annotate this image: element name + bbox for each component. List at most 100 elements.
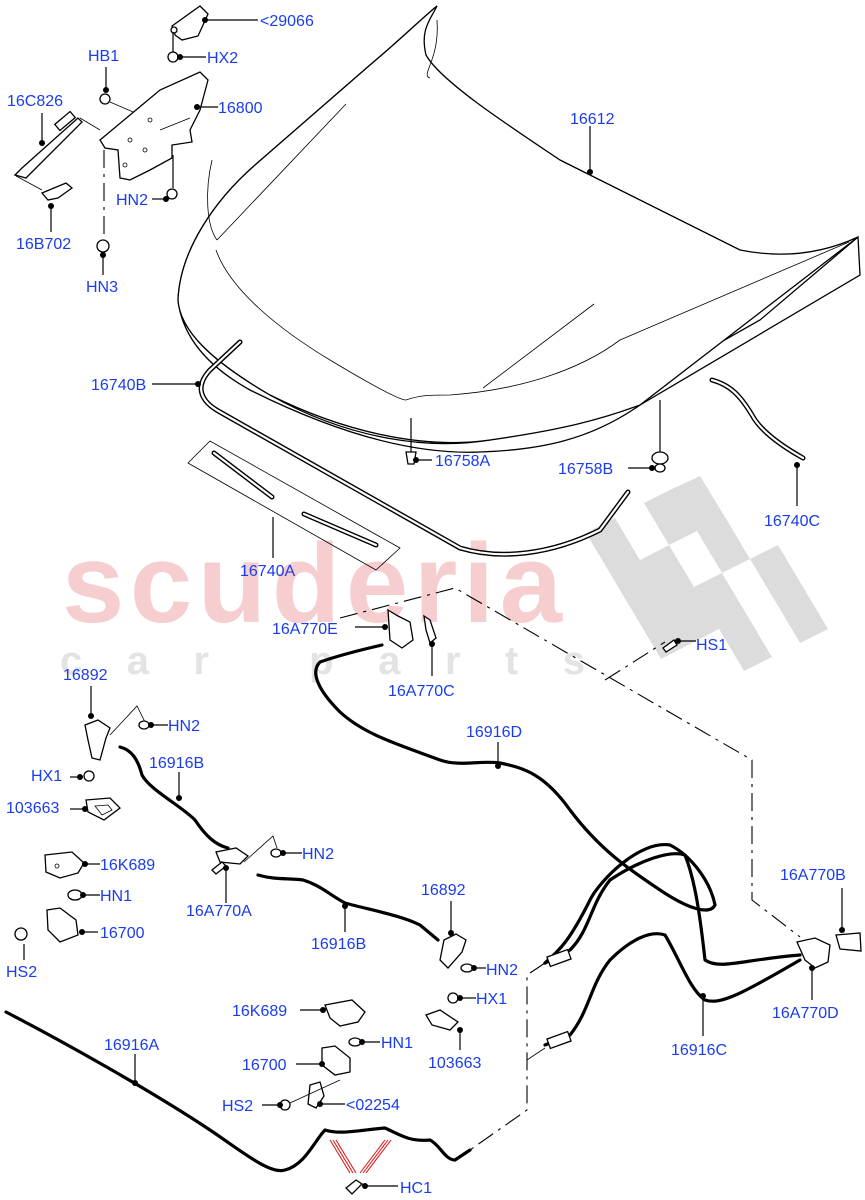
cable-clips-hc1[interactable] [329,1139,392,1195]
striker-plate-right[interactable] [425,1009,460,1031]
label-16a770d[interactable]: 16A770D [772,1005,839,1022]
hinge-nut-hn2[interactable] [166,188,178,200]
callout-dot [794,462,800,468]
callout-dot [320,1007,326,1013]
label-16a770b[interactable]: 16A770B [780,867,846,884]
bonnet-panel[interactable] [177,5,861,453]
label-16700-bottom[interactable]: 16700 [242,1057,287,1074]
hinge-screw-hx2[interactable] [167,51,179,63]
label-hn1-left[interactable]: HN1 [100,888,132,905]
label-16k689-left[interactable]: 16K689 [100,857,155,874]
callout-dot [319,1061,325,1067]
latch-bracket-right[interactable] [439,933,467,969]
strut-bracket[interactable] [40,182,74,201]
label-hx1-right[interactable]: HX1 [476,991,507,1008]
label-hb1[interactable]: HB1 [88,48,119,65]
cable-16916a[interactable] [4,1010,472,1173]
callout-dot [317,1101,323,1107]
release-lever-16a770d[interactable] [796,937,831,969]
latch-lock-bottom[interactable] [321,1045,351,1076]
callout-dot [675,638,681,644]
label-hs1[interactable]: HS1 [696,637,727,654]
screw-hx1-left[interactable] [83,770,95,782]
watermark: scuderia c a r p a r t s [60,476,828,686]
callout-dot [457,995,463,1001]
cable-16916b-lower[interactable] [256,873,440,942]
hinge-cover-bracket[interactable] [170,5,209,41]
cable-16916b-upper[interactable] [118,745,230,850]
bonnet-buffer-b[interactable] [651,400,669,473]
nut-hn2-left[interactable] [138,720,150,730]
label-16758a[interactable]: 16758A [435,453,490,470]
callout-dot [495,763,501,769]
label-16916d[interactable]: 16916D [466,724,522,741]
cable-16916c-upper[interactable] [543,852,802,966]
label-hn2-right[interactable]: HN2 [486,962,518,979]
nut-hn2-mid[interactable] [270,848,282,858]
bonnet-seal-side[interactable] [709,377,806,461]
callout-dot [223,865,229,871]
label-16740c[interactable]: 16740C [764,513,820,530]
callout-dot [82,861,88,867]
release-handle[interactable] [387,608,414,649]
label-hn2-left[interactable]: HN2 [168,718,200,735]
cable-connector-upper[interactable] [546,948,572,968]
latch-plate-bottom[interactable] [324,999,366,1027]
label-hs2-bottom[interactable]: HS2 [222,1098,253,1115]
label-hc1[interactable]: HC1 [400,1180,432,1197]
callout-dot [429,641,435,647]
label-16916c[interactable]: 16916C [671,1042,727,1059]
label-hn1-bottom[interactable]: HN1 [381,1035,413,1052]
label-hn3[interactable]: HN3 [86,279,118,296]
latch-lock-left[interactable] [46,907,79,943]
label-16916b-top[interactable]: 16916B [149,755,204,772]
label-hs2-left[interactable]: HS2 [6,964,37,981]
cable-junction-16a770a[interactable] [211,847,250,875]
label-16c826[interactable]: 16C826 [7,93,63,110]
cable-connector-lower[interactable] [546,1030,572,1050]
label-hx2[interactable]: HX2 [207,50,238,67]
latch-plate-left[interactable] [44,851,85,879]
label-16916b-bottom[interactable]: 16916B [311,936,366,953]
screw-hx1-right[interactable] [447,992,459,1004]
cable-16916c-lower[interactable] [543,932,802,1047]
label-16a770a[interactable]: 16A770A [186,903,252,920]
callout-dot [77,774,83,780]
latch-bracket-left[interactable] [84,719,111,761]
screw-hs2-left[interactable] [14,927,28,941]
label-103663-right[interactable]: 103663 [428,1055,481,1072]
lever-cover-16a770b[interactable] [835,932,862,952]
label-hx1-left[interactable]: HX1 [31,768,62,785]
seal-kit-box[interactable] [187,440,401,571]
nut-hn1-left[interactable] [67,889,83,901]
label-16916a[interactable]: 16916A [104,1037,159,1054]
label-16892-left[interactable]: 16892 [63,667,108,684]
label-16a770e[interactable]: 16A770E [272,621,338,638]
label-hn2-mid[interactable]: HN2 [302,846,334,863]
label-02254[interactable]: <02254 [346,1097,400,1114]
striker-plate-left[interactable] [85,797,121,821]
bonnet-seal-front[interactable] [198,339,631,557]
label-16740b[interactable]: 16740B [91,377,146,394]
bonnet-hinge[interactable] [99,71,209,181]
callout-dot [359,1039,365,1045]
label-16612[interactable]: 16612 [570,111,615,128]
label-16758b[interactable]: 16758B [558,461,613,478]
label-hn2-top[interactable]: HN2 [116,192,148,209]
label-16k689-bottom[interactable]: 16K689 [232,1003,287,1020]
hinge-nut-hn3[interactable] [96,239,110,253]
label-16800[interactable]: 16800 [218,100,263,117]
handle-bezel[interactable] [423,614,437,645]
label-16a770c[interactable]: 16A770C [388,683,455,700]
label-16892-right[interactable]: 16892 [421,882,466,899]
gas-strut[interactable] [13,110,83,179]
label-16b702[interactable]: 16B702 [16,236,71,253]
label-29066[interactable]: <29066 [260,13,314,30]
callout-dot [280,850,286,856]
label-103663-left[interactable]: 103663 [6,800,59,817]
cable-16916d[interactable] [314,643,717,965]
label-16740a[interactable]: 16740A [240,563,295,580]
screw-hs1[interactable] [662,639,678,653]
label-16700-left[interactable]: 16700 [100,925,145,942]
